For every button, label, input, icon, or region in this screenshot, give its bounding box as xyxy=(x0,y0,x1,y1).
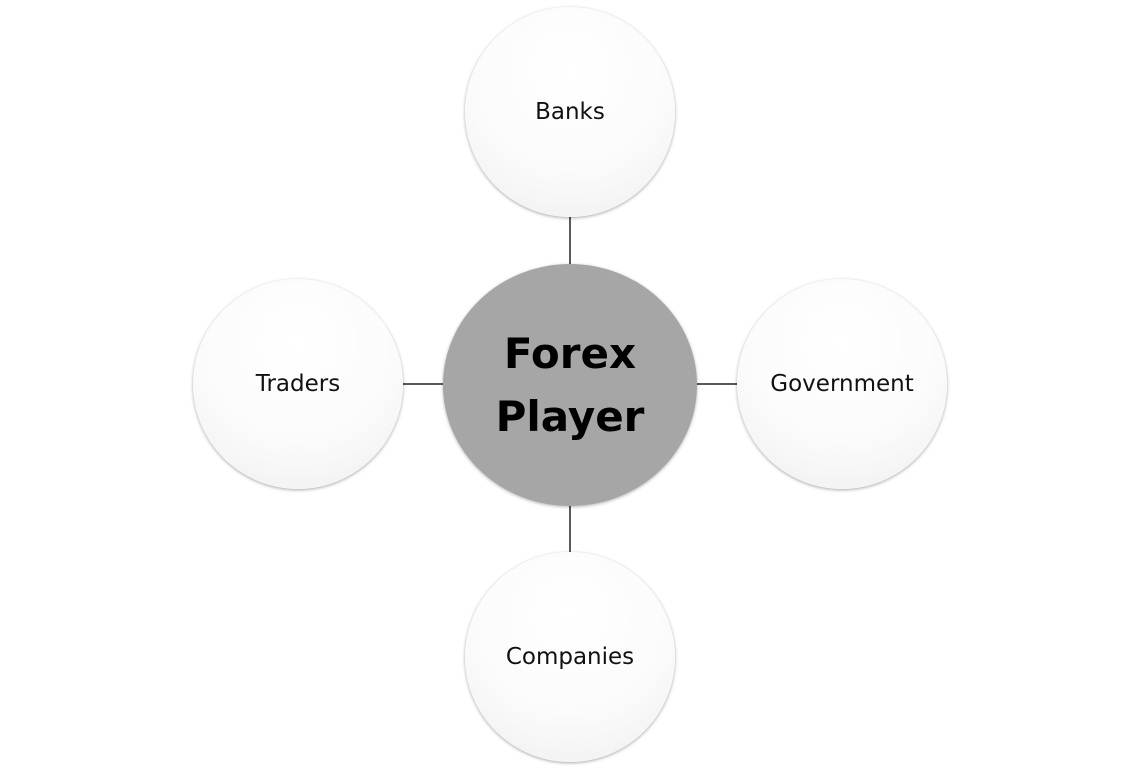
node-traders: Traders xyxy=(193,279,403,489)
node-companies: Companies xyxy=(465,552,675,762)
node-banks: Banks xyxy=(465,7,675,217)
node-companies-label: Companies xyxy=(505,644,635,670)
center-label-line2: Player xyxy=(495,392,645,441)
node-center-forex-player: Forex Player xyxy=(443,264,697,506)
node-traders-label: Traders xyxy=(255,371,341,397)
node-government-label: Government xyxy=(770,371,914,397)
node-government: Government xyxy=(737,279,947,489)
center-label-line1: Forex xyxy=(503,329,637,378)
node-banks-label: Banks xyxy=(535,99,605,125)
